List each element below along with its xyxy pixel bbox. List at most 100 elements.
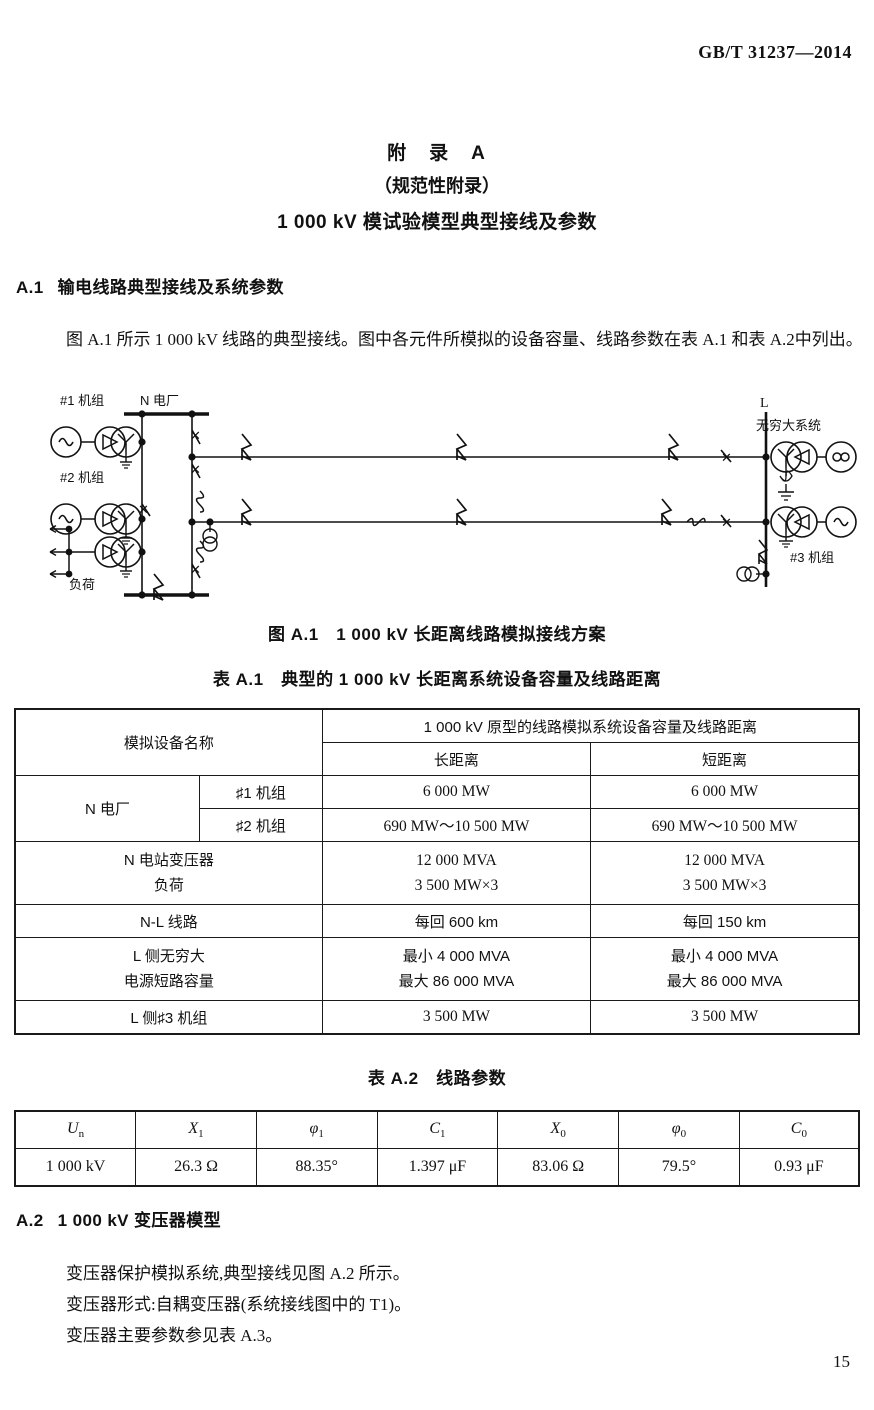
table-a2: Un X1 φ1 C1 X0 φ0 C0 1 000 kV 26.3 Ω 88.… (14, 1110, 860, 1187)
cell-plant-n: N 电厂 (14, 775, 201, 842)
symbol: U (67, 1119, 79, 1137)
th-x1: X1 (135, 1110, 257, 1149)
section-a2-line: 变压器保护模拟系统,典型接线见图 A.2 所示。 (66, 1264, 410, 1283)
cell-unit1-short: 6 000 MW (590, 775, 861, 809)
table-row: N-L 线路 每回 600 km 每回 150 km (13, 904, 861, 938)
figure-label-bus-l: L (760, 396, 769, 411)
cell-infinite-source-short: 最小 4 000 MVA 最大 86 000 MVA (590, 937, 861, 1001)
table-row: L 侧♯3 机组 3 500 MW 3 500 MW (13, 1000, 861, 1035)
cell-text-line: 负荷 (153, 877, 184, 894)
figure-label-load: 负荷 (69, 577, 95, 592)
table-a2-caption: 表 A.2 线路参数 (367, 1069, 507, 1088)
th-device-name: 模拟设备名称 (13, 708, 323, 776)
symbol-subscript: 1 (198, 1128, 204, 1141)
svg-text:✕: ✕ (721, 450, 732, 465)
cell-unit1-name: ♯1 机组 (199, 775, 323, 809)
table-row: 长距离 短距离 (15, 742, 861, 776)
th-c0: C0 (738, 1110, 860, 1149)
symbol-subscript: 0 (560, 1128, 566, 1141)
cell-text-line: L 侧无穷大 (132, 948, 205, 965)
cell-unit2-short: 690 MW～10 500 MW (590, 808, 861, 842)
cell-unit1-long: 6 000 MW (321, 775, 592, 809)
svg-text:✕: ✕ (190, 462, 201, 477)
cell-infinite-source-long: 最小 4 000 MVA 最大 86 000 MVA (321, 937, 592, 1001)
table-row: 模拟设备名称 1 000 kV 原型的线路模拟系统设备容量及线路距离 (13, 708, 860, 776)
annex-title: 附 录 A (387, 143, 487, 164)
table-row: 1 000 kV 26.3 Ω 88.35° 1.397 μF 83.06 Ω … (14, 1148, 860, 1187)
cell-un-value: 1 000 kV (14, 1148, 137, 1187)
cell-x1-value: 26.3 Ω (135, 1148, 257, 1187)
annex-subtitle: （规范性附录） (374, 176, 500, 196)
symbol: φ (309, 1119, 319, 1137)
th-phi0: φ0 (618, 1110, 740, 1149)
th-group: 1 000 kV 原型的线路模拟系统设备容量及线路距离 (321, 708, 860, 743)
table-row: L 侧无穷大 电源短路容量 最小 4 000 MVA 最大 86 000 MVA… (13, 937, 861, 1001)
th-x0: X0 (497, 1110, 620, 1149)
figure-label-unit2: #2 机组 (60, 470, 104, 485)
cell-unit3-long: 3 500 MW (321, 1000, 592, 1035)
figure-a1-svg: N 电厂 #1 机组 #2 机组 (49, 393, 857, 601)
annex-name: 1 000 kV 模试验模型典型接线及参数 (277, 212, 597, 233)
section-heading-a2: A.2 1 000 kV 变压器模型 (16, 1206, 221, 1231)
figure-a1: N 电厂 #1 机组 #2 机组 (14, 392, 860, 607)
symbol: X (550, 1119, 561, 1137)
cell-unit2-long: 690 MW～10 500 MW (321, 808, 592, 842)
cell-c1-value: 1.397 μF (376, 1148, 499, 1187)
symbol-subscript: n (78, 1128, 85, 1141)
cell-text-line: N 电站变压器 (123, 852, 214, 869)
cell-nl-line-name: N-L 线路 (13, 904, 323, 938)
cell-nl-line-long: 每回 600 km (321, 904, 592, 938)
cell-c0-value: 0.93 μF (738, 1148, 860, 1187)
th-long-distance: 长距离 (321, 742, 592, 776)
cell-text-line: 最大 86 000 MVA (666, 973, 783, 990)
table-a1: 模拟设备名称 1 000 kV 原型的线路模拟系统设备容量及线路距离 长距离 短… (13, 708, 861, 1035)
symbol: X (188, 1119, 199, 1137)
symbol-subscript: 1 (318, 1128, 324, 1141)
figure-label-infinite-system: 无穷大系统 (756, 418, 821, 433)
cell-nl-line-short: 每回 150 km (590, 904, 861, 938)
th-c1: C1 (376, 1110, 499, 1149)
cell-transformer-load-name: N 电站变压器 负荷 (13, 841, 323, 905)
cell-text-line: 最小 4 000 MVA (670, 948, 779, 965)
symbol-subscript: 0 (801, 1128, 807, 1141)
section-heading-a1: A.1 输电线路典型接线及系统参数 (16, 273, 284, 298)
section-title-a1: 输电线路典型接线及系统参数 (57, 278, 284, 297)
cell-text-line: 12 000 MVA (416, 852, 497, 869)
cell-text-line: 3 500 MW×3 (414, 877, 499, 894)
symbol-subscript: 1 (440, 1128, 446, 1141)
svg-text:✕: ✕ (721, 515, 732, 530)
cell-x0-value: 83.06 Ω (497, 1148, 620, 1187)
symbol: C (429, 1119, 441, 1137)
cell-text-line: 电源短路容量 (123, 973, 214, 990)
section-number-a1: A.1 (16, 278, 44, 297)
page-number: 15 (833, 1352, 850, 1371)
section-title-a2: 1 000 kV 变压器模型 (57, 1211, 222, 1230)
cell-text-line: 3 500 MW×3 (682, 877, 767, 894)
section-number-a2: A.2 (16, 1211, 44, 1230)
cell-transformer-load-short: 12 000 MVA 3 500 MW×3 (590, 841, 861, 905)
table-row: N 电站变压器 负荷 12 000 MVA 3 500 MW×3 12 000 … (13, 841, 861, 905)
cell-unit3-name: L 侧♯3 机组 (13, 1000, 323, 1035)
section-a2-line: 变压器形式:自耦变压器(系统接线图中的 T1)。 (66, 1295, 412, 1314)
th-phi1: φ1 (255, 1110, 378, 1149)
section-a2-line: 变压器主要参数参见表 A.3。 (66, 1326, 283, 1345)
figure-label-unit1: #1 机组 (60, 393, 104, 408)
cell-text-line: 12 000 MVA (684, 852, 765, 869)
standard-number-header: GB/T 31237—2014 (698, 42, 852, 62)
table-row: Un X1 φ1 C1 X0 φ0 C0 (14, 1110, 860, 1149)
svg-text:✕: ✕ (190, 428, 201, 443)
figure-label-plant-n: N 电厂 (140, 393, 179, 408)
figure-a1-caption: 图 A.1 1 000 kV 长距离线路模拟接线方案 (268, 625, 606, 644)
figure-label-unit3: #3 机组 (790, 550, 834, 565)
svg-text:✕: ✕ (138, 502, 149, 517)
table-a1-caption: 表 A.1 典型的 1 000 kV 长距离系统设备容量及线路距离 (212, 670, 662, 689)
cell-phi0-value: 79.5° (618, 1148, 740, 1187)
symbol: φ (671, 1119, 681, 1137)
cell-text-line: 最小 4 000 MVA (402, 948, 511, 965)
table-row: N 电厂 ♯1 机组 6 000 MW 6 000 MW (14, 775, 861, 842)
cell-infinite-source-name: L 侧无穷大 电源短路容量 (13, 937, 323, 1001)
cell-unit3-short: 3 500 MW (590, 1000, 861, 1035)
cell-unit2-name: ♯2 机组 (199, 808, 323, 842)
cell-transformer-load-long: 12 000 MVA 3 500 MW×3 (321, 841, 592, 905)
